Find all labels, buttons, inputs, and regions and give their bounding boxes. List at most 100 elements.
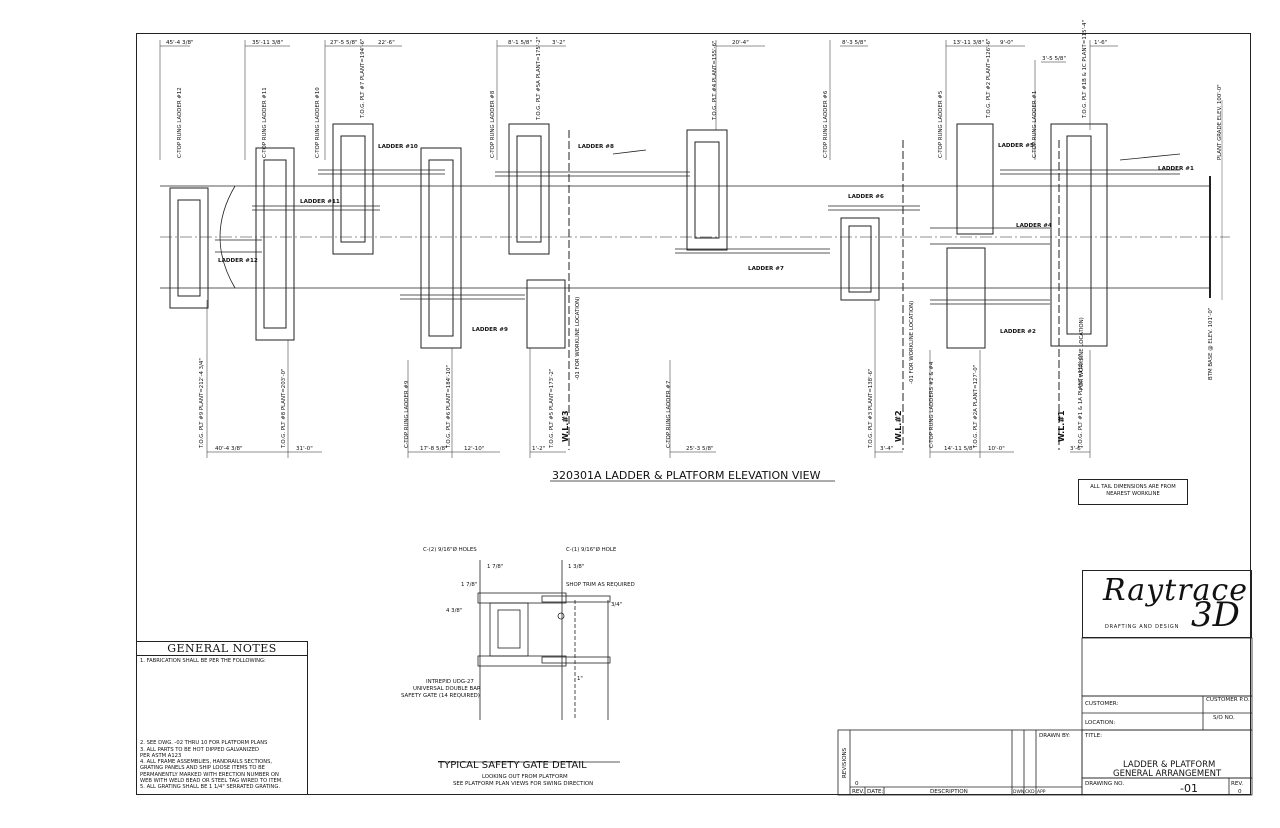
gate-dimension: 1" <box>577 676 583 682</box>
shop-trim-note: SHOP TRIM AS REQUIRED <box>566 582 635 588</box>
grade-elevation: PLANT GRADE ELEV. 100'-0" <box>1217 84 1223 160</box>
note-item: WEB WITH WELD BEAD OR STEEL TAG WIRED TO… <box>140 778 283 785</box>
base-elevation: BTM BASE @ ELEV. 101'-0" <box>1208 308 1214 380</box>
title-line1: LADDER & PLATFORM <box>1123 760 1215 770</box>
callout: C-TOP RUNG LADDER #11 <box>262 87 268 158</box>
callout: T.O.G. PLT #6 PLANT=184'-10" <box>446 365 452 449</box>
gate-dimension: 1 7/8" <box>461 582 477 588</box>
revisions-label: REVISIONS <box>842 747 848 778</box>
dimension: 13'-11 3/8" <box>953 40 985 46</box>
drawn-by-label: DRAWN BY: <box>1039 733 1070 739</box>
safety-gate-detail <box>438 560 620 763</box>
callout: T.O.G. PLT #5 PLANT=173'-2" <box>549 369 555 449</box>
drawing-no-label: DRAWING NO. <box>1085 781 1124 787</box>
gate-dimension: 4 3/8" <box>446 608 462 614</box>
general-notes-title: GENERAL NOTES <box>137 642 307 656</box>
callout: C-TOP RUNG LADDER #9 <box>404 380 410 448</box>
callout: T.O.G. PLT #4 PLANT=155'-6" <box>712 41 718 121</box>
note-item: 4. ALL FRAME ASSEMBLIES, HANDRAILS SECTI… <box>140 759 273 766</box>
ladder-label: LADDER #4 <box>1016 223 1052 229</box>
title-block-frame <box>837 637 1253 796</box>
ladder-label: LADDER #8 <box>578 144 614 150</box>
general-notes-panel: GENERAL NOTES 1. FABRICATION SHALL BE PE… <box>137 641 308 795</box>
callout: C-TOP RUNG LADDER #12 <box>177 87 183 158</box>
callout: C-TOP RUNG LADDER #10 <box>315 87 321 158</box>
customer-po-label: CUSTOMER P.O. <box>1206 697 1250 703</box>
note-item: PER ASTM A123 <box>140 752 182 759</box>
dimension: 10'-0" <box>988 446 1005 452</box>
ladder-label: LADDER #7 <box>748 266 784 272</box>
gate-dimension: 1 3/8" <box>568 564 584 570</box>
gate-detail-sub2: SEE PLATFORM PLAN VIEWS FOR SWING DIRECT… <box>453 781 593 787</box>
top-callouts: C-TOP RUNG LADDER #12 C-TOP RUNG LADDER … <box>177 20 1088 158</box>
workline-label: W.L.#2 <box>894 410 903 442</box>
dimension: 35'-11 3/8" <box>252 40 284 46</box>
ladder-label: LADDER #5 <box>998 143 1034 149</box>
rev-col: DATE: <box>867 789 884 795</box>
callout: T.O.G. PLT #9 PLANT=212'-4 3/4" <box>199 358 205 449</box>
bottom-dimension-lines <box>206 300 1091 458</box>
workline-label: W.L.#3 <box>561 410 570 442</box>
rev-row-value: 0 <box>855 781 859 787</box>
dimension: 12'-10" <box>464 446 485 452</box>
workline-notes: -01 FOR WORKLINE LOCATION) -01 FOR WORKL… <box>575 297 1085 390</box>
rev-col: DWN <box>1013 789 1024 795</box>
company-logo: Raytrace 3D DRAFTING AND DESIGN <box>1082 570 1252 638</box>
dimension: 3'-2" <box>552 40 566 46</box>
rev-col: DESCRIPTION <box>930 789 968 795</box>
gate-detail-text: C-(2) 9/16"Ø HOLES C-(1) 9/16"Ø HOLE SHO… <box>401 546 635 699</box>
dimension: 27'-5 5/8" <box>330 40 358 46</box>
callout: C-TOP RUNG LADDER #5 <box>938 91 944 158</box>
dimension: 45'-4 3/8" <box>166 40 194 46</box>
callout: T.O.G. PLT #2 PLANT=126'-6" <box>986 39 992 119</box>
elevation-title: 320301A LADDER & PLATFORM ELEVATION VIEW <box>552 469 821 482</box>
top-dimensions: 45'-4 3/8" 35'-11 3/8" 27'-5 5/8" 22'-6"… <box>166 40 1108 62</box>
dimension: 1'-2" <box>532 446 546 452</box>
dimension: 9'-0" <box>1000 40 1014 46</box>
title-block-text: CUSTOMER: LOCATION: CUSTOMER P.O. S/O NO… <box>842 697 1250 795</box>
callout: C-TOP RUNG LADDER #6 <box>823 90 829 158</box>
platform-frames <box>169 123 1108 349</box>
rev-col: APP <box>1037 789 1046 795</box>
note-item: 5. ALL GRATING SHALL BE 1 1/4" SERRATED … <box>140 784 280 791</box>
workline-labels: W.L.#3 W.L.#2 W.L.#1 <box>561 410 1066 442</box>
dimension: 25'-3 5/8" <box>686 446 714 452</box>
callout: C-TOP RUNG LADDER #8 <box>490 90 496 158</box>
gate-callout-left: C-(2) 9/16"Ø HOLES <box>423 546 477 553</box>
dimension: 8'-3 5/8" <box>842 40 866 46</box>
ladder-label: LADDER #2 <box>1000 329 1036 335</box>
gate-detail-title: TYPICAL SAFETY GATE DETAIL <box>437 760 587 771</box>
workline-note: -01 FOR WORKLINE LOCATION) <box>575 297 581 380</box>
dimension: 17'-8 5/8" <box>420 446 448 452</box>
dimension: 3'-4" <box>880 446 894 452</box>
ladder-label: LADDER #11 <box>300 199 340 205</box>
so-no-label: S/O NO. <box>1213 715 1235 721</box>
ladder-label: LADDER #10 <box>378 144 418 150</box>
workline-note: -01 FOR WORKLINE LOCATION) <box>909 301 915 384</box>
dimension: 40'-4 3/8" <box>215 446 243 452</box>
location-label: LOCATION: <box>1085 720 1115 726</box>
note-item: PERMANENTLY MARKED WITH ERECTION NUMBER … <box>140 771 279 778</box>
bottom-dimensions: 40'-4 3/8" 31'-0" 17'-8 5/8" 12'-10" 1'-… <box>215 446 1084 452</box>
callout: C-TOP RUNG LADDER #7 <box>666 381 672 448</box>
customer-label: CUSTOMER: <box>1085 701 1118 707</box>
rev-label: REV. <box>1231 781 1244 787</box>
gate-callout-right: C-(1) 9/16"Ø HOLE <box>566 546 617 553</box>
gate-dimension: 3/4" <box>611 602 622 608</box>
dimension: 3'-6" <box>1070 446 1084 452</box>
logo-subtitle: DRAFTING AND DESIGN <box>1105 624 1180 630</box>
title-line2: GENERAL ARRANGEMENT <box>1113 769 1222 779</box>
dimension: 31'-0" <box>296 446 313 452</box>
callout: T.O.G. PLT #1 & 1A PLANT=112'-6" <box>1078 354 1084 449</box>
callout: T.O.G. PLT #8 PLANT=203'-0" <box>281 369 287 449</box>
ladder-labels: LADDER #1 LADDER #2 LADDER #4 LADDER #5 … <box>218 143 1194 335</box>
note-item: 2. SEE DWG. -02 THRU 10 FOR PLATFORM PLA… <box>140 740 268 747</box>
ladder-label: LADDER #1 <box>1158 166 1194 172</box>
gate-detail-sub1: LOOKING OUT FROM PLATFORM <box>482 774 568 780</box>
ladder-label: LADDER #12 <box>218 258 258 264</box>
rev-col: REV. <box>852 789 865 795</box>
dimension: 14'-11 5/8" <box>944 446 976 452</box>
callout: T.O.G. PLT #2A PLANT=127'-0" <box>973 365 979 449</box>
callout: T.O.G. PLT #5A PLANT=175'-2" <box>536 37 542 121</box>
